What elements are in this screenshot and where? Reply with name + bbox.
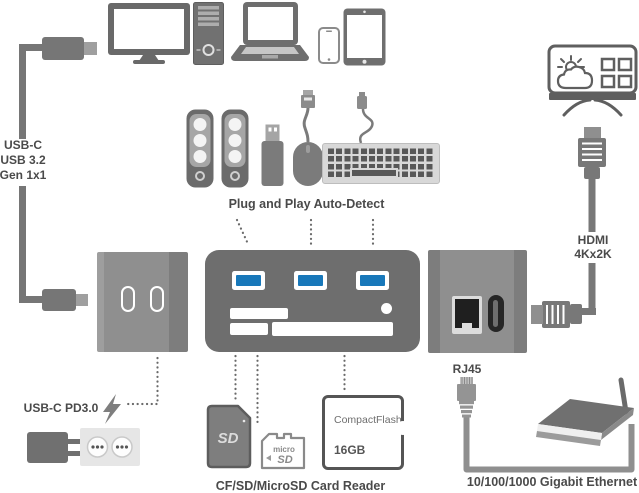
keyboard-keys — [328, 148, 434, 177]
rj45-connector-icon — [457, 377, 476, 418]
ethernet-cable — [463, 417, 635, 473]
router-icon — [536, 377, 634, 446]
rj45-port-tab — [462, 323, 472, 329]
desktop-tower-icon — [193, 2, 224, 65]
usb-c-port — [149, 286, 164, 312]
cf-card-capacity: 16GB — [334, 443, 366, 457]
keyboard-cable-icon — [357, 92, 374, 144]
usb-a-port — [232, 271, 265, 290]
microsd-card-slot — [230, 323, 268, 335]
usb-a-port-tongue — [298, 275, 323, 286]
usb-a-port — [356, 271, 389, 290]
card-reader-label: CF/SD/MicroSD Card Reader — [215, 479, 386, 493]
dotted-connector-lines — [125, 218, 375, 426]
hdmi-label: HDMI 4Kx2K — [574, 233, 612, 262]
usb-c-cable-icon — [19, 37, 97, 311]
laptop-icon — [231, 2, 309, 61]
sd-card-icon: SD — [206, 404, 252, 469]
microsd-logo: SD — [277, 454, 292, 466]
usb-a-port-tongue — [236, 275, 261, 286]
compactflash-card-icon: CompactFlash 16GB — [322, 395, 410, 470]
app-grid-icon — [600, 57, 633, 89]
sd-logo: SD — [218, 430, 239, 447]
weather-icon — [556, 55, 594, 90]
microsd-prefix: micro — [273, 445, 295, 454]
cf-card-name: CompactFlash — [334, 414, 402, 426]
usb-c-host-label: USB-C USB 3.2 Gen 1x1 — [0, 138, 47, 182]
led-indicator — [381, 303, 392, 314]
speaker-icon — [186, 109, 214, 188]
usb-a-port — [294, 271, 327, 290]
rj45-port — [452, 296, 482, 334]
mouse-icon — [293, 90, 323, 186]
keyboard-spacebar — [352, 170, 396, 176]
usb-c-port — [120, 286, 135, 312]
power-adapter-icon — [27, 428, 140, 466]
keyboard-icon — [322, 143, 440, 184]
cf-card-slot — [272, 322, 393, 336]
hub-power-section — [97, 252, 188, 352]
microsd-card-icon: micro SD — [260, 432, 306, 470]
usb-c-pd-label: USB-C PD3.0 — [23, 401, 99, 415]
lightning-bolt-icon — [103, 394, 121, 424]
usb-a-port-tongue — [360, 275, 385, 286]
ethernet-label: 10/100/1000 Gigabit Ethernet — [466, 475, 638, 489]
hdmi-cable-icon — [531, 127, 606, 328]
speaker-icon — [221, 109, 249, 188]
hdmi-port — [488, 295, 504, 332]
rj45-label: RJ45 — [452, 362, 482, 376]
hub-network-section — [428, 250, 527, 353]
usb-hub-body — [205, 250, 420, 352]
usb-flash-drive-icon — [261, 124, 284, 186]
hdmi-port-slot — [493, 300, 498, 327]
smart-tv-icon — [547, 44, 638, 117]
smartphone-icon — [318, 27, 340, 64]
wall-outlet-icon — [80, 428, 140, 466]
plug-and-play-label: Plug and Play Auto-Detect — [228, 197, 385, 211]
sd-card-slot — [230, 308, 288, 319]
tablet-icon — [343, 8, 386, 66]
monitor-icon — [108, 3, 190, 64]
